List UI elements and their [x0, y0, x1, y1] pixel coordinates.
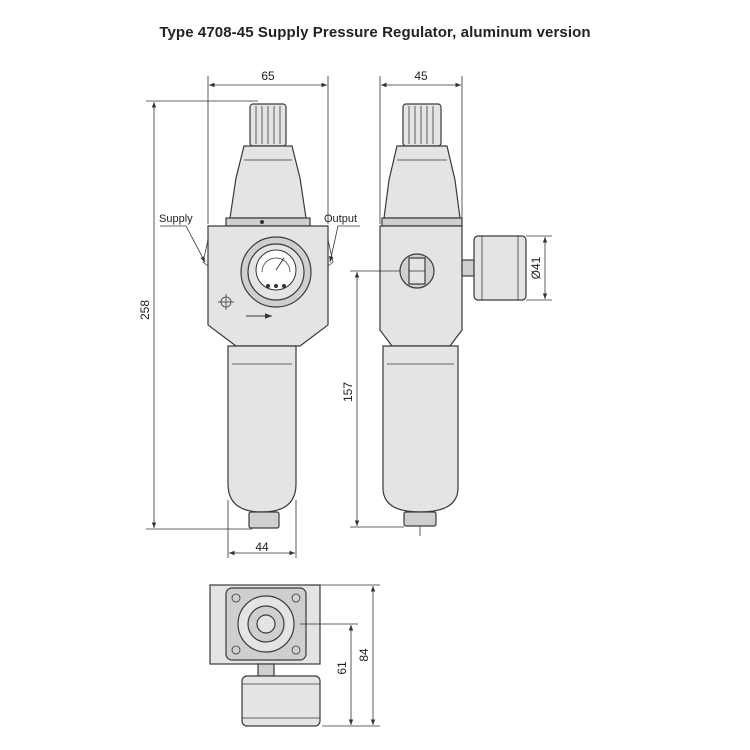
side-bonnet	[383, 145, 461, 219]
top-view	[209, 584, 321, 727]
top-dimensions: 84 61	[300, 584, 380, 727]
front-bonnet-ring	[225, 217, 311, 227]
dim-front-width: 65	[261, 69, 275, 83]
front-filter-bowl	[227, 345, 297, 513]
dim-bowl-width: 44	[255, 540, 269, 554]
side-filter-bowl	[382, 345, 459, 513]
front-bonnet	[229, 145, 307, 219]
dim-overall-height: 258	[138, 300, 152, 320]
side-dimensions: 45 157 Ø41	[341, 69, 552, 528]
dim-top-depth-partial: 61	[335, 661, 349, 675]
side-drain	[403, 511, 437, 527]
side-view	[379, 103, 527, 536]
diagram-title: Type 4708-45 Supply Pressure Regulator, …	[159, 24, 591, 41]
top-gauge-stem	[257, 663, 275, 677]
dim-gauge-diameter: Ø41	[529, 256, 543, 279]
side-gauge-stem	[461, 259, 475, 277]
supply-label: Supply	[159, 213, 193, 225]
front-drain	[248, 511, 280, 529]
front-dimensions: 65 258 44 Supply Output	[138, 69, 360, 558]
dim-top-depth-total: 84	[357, 648, 371, 662]
output-label: Output	[324, 213, 357, 225]
side-pressure-gauge	[473, 235, 527, 301]
top-pressure-gauge	[241, 675, 321, 727]
dim-side-width: 45	[414, 69, 428, 83]
dim-side-height: 157	[341, 382, 355, 402]
side-bonnet-ring	[381, 217, 463, 227]
front-view	[202, 103, 334, 529]
